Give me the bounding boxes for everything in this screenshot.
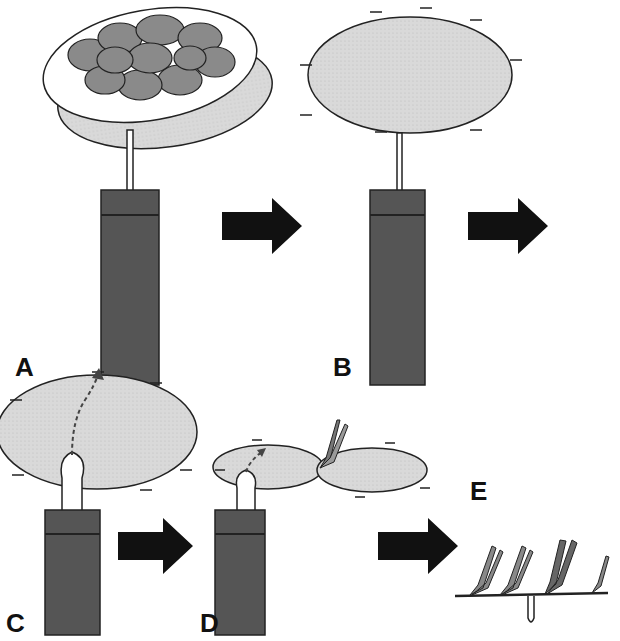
panel-a — [34, 0, 279, 385]
panel-c — [0, 368, 197, 635]
panel-label: A — [15, 354, 34, 380]
panel-e — [455, 540, 609, 622]
panel-label: B — [333, 354, 352, 380]
panel-b — [300, 8, 522, 385]
panel-label: E — [470, 478, 487, 504]
panel-label: D — [200, 610, 219, 636]
panel-label: C — [6, 610, 25, 636]
panel-d — [213, 420, 430, 635]
